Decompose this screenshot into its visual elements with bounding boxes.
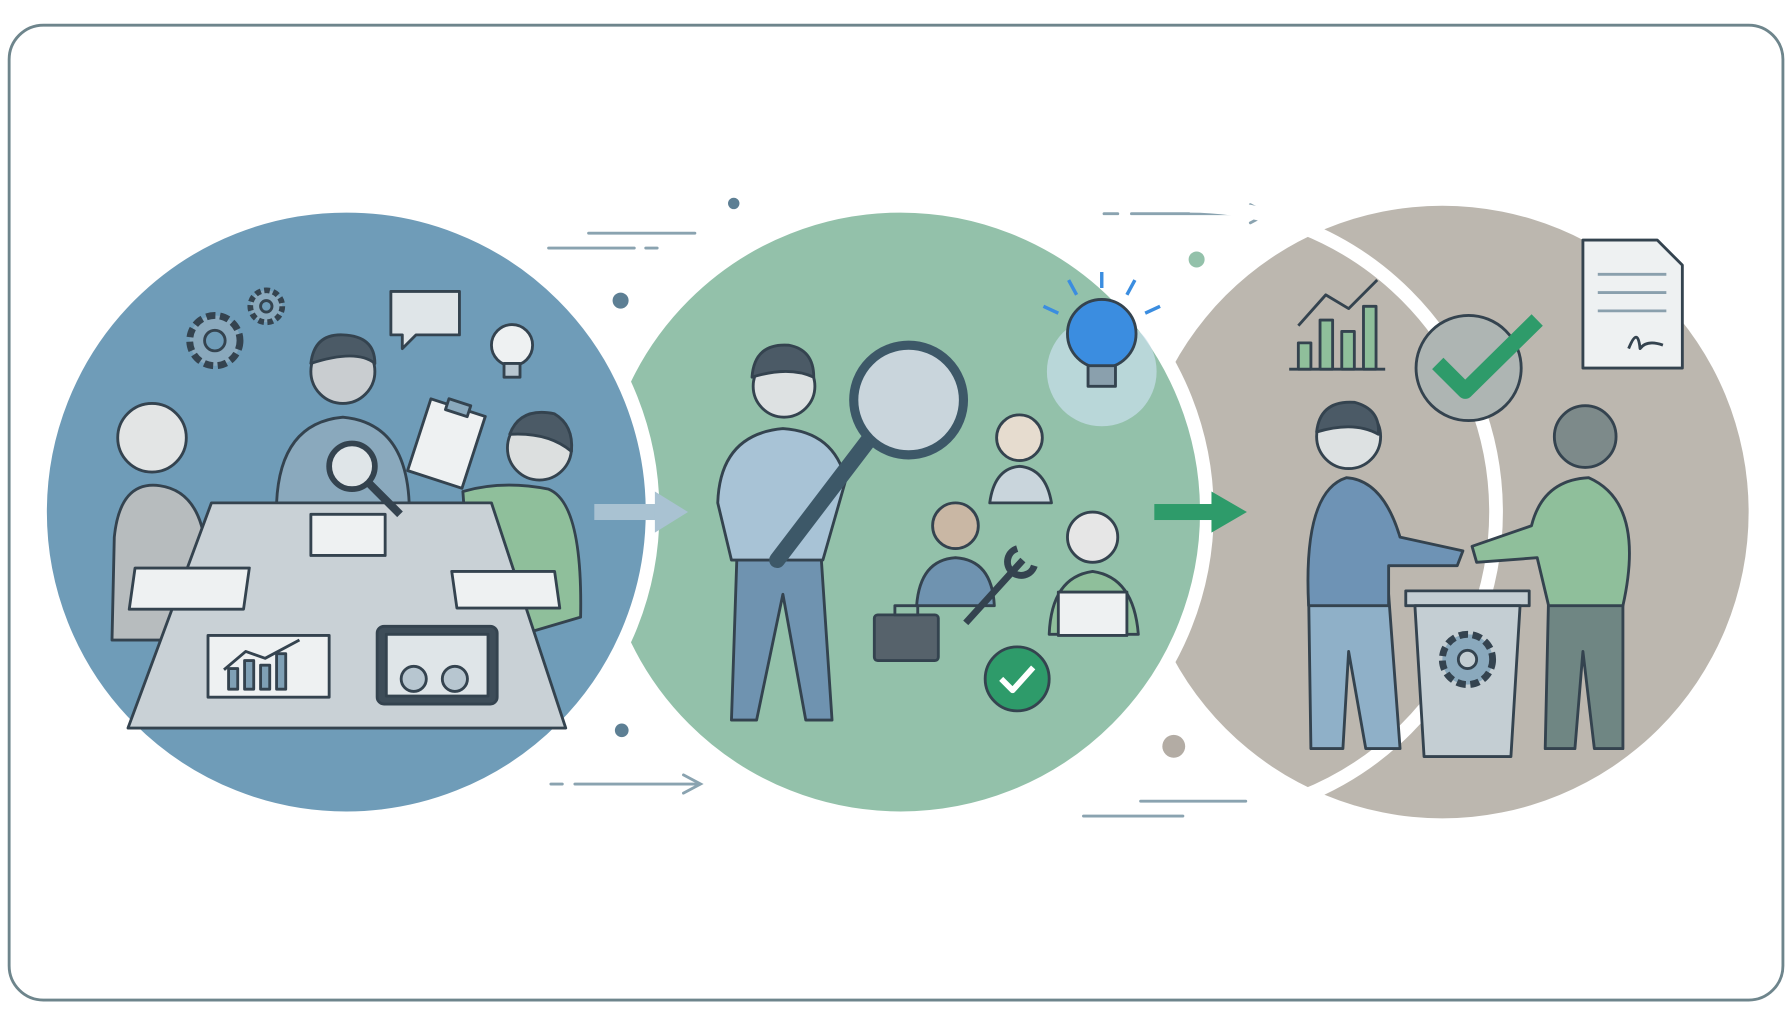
handshake-left-person [1306, 400, 1465, 751]
woman-avatar [988, 413, 1053, 505]
dot [612, 292, 629, 309]
dot [728, 197, 740, 210]
arrow-stage2-to-3 [1154, 491, 1247, 533]
magnifier-icon [769, 340, 969, 569]
dot [1188, 251, 1205, 268]
signed-document-icon [1581, 238, 1684, 370]
person-left-head [116, 402, 188, 474]
wrench-icon [963, 545, 1038, 626]
lightbulb-icon [490, 323, 535, 379]
document [450, 570, 562, 610]
worker-avatar [915, 501, 996, 608]
arrow-stage1-to-2 [594, 491, 689, 533]
gear-bin-icon [1404, 589, 1531, 759]
tablet-icon [375, 624, 499, 706]
clipboard-checklist-icon [406, 397, 487, 490]
document [127, 566, 251, 611]
document [309, 512, 387, 557]
standing-person-legs [730, 547, 834, 722]
dot [1162, 734, 1186, 758]
speech-bubble-icon [389, 290, 461, 351]
laptop-woman-avatar [1047, 510, 1140, 637]
briefcase-icon [872, 604, 940, 663]
bar-chart-icon [206, 634, 331, 699]
check-circle-icon [983, 645, 1051, 713]
check-circle-icon [1414, 314, 1543, 423]
bar-chart-icon [1289, 279, 1386, 371]
lightbulb-icon [1042, 272, 1161, 427]
magnifier-icon [326, 440, 403, 518]
handshake-right-person [1470, 404, 1631, 751]
dot [614, 723, 629, 738]
